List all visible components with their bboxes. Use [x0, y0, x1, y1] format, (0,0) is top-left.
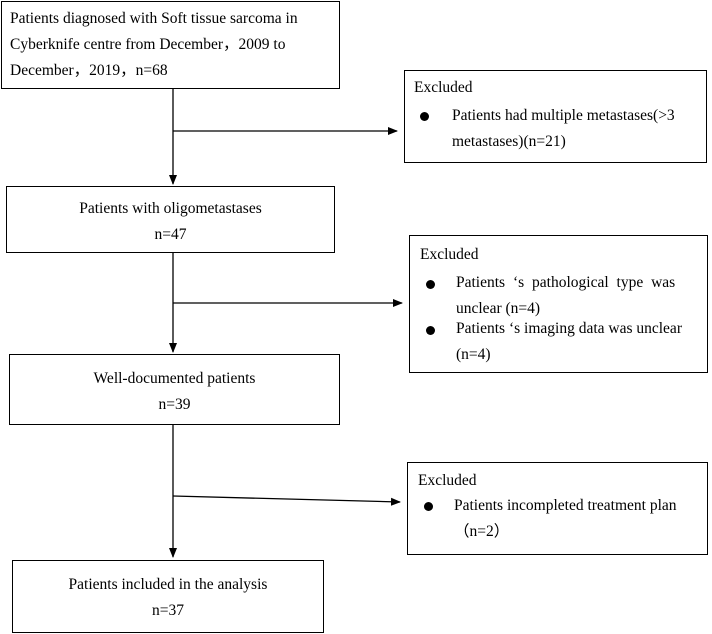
- excluded-title: Excluded: [418, 472, 477, 489]
- excluded-item-line: （n=2）: [454, 523, 510, 540]
- box-line: Well-documented patients: [93, 370, 256, 387]
- excluded-title: Excluded: [420, 246, 479, 263]
- flow-box-oligometastases: Patients with oligometastases n=47: [6, 186, 335, 253]
- excluded-box-incomplete-treatment: Excluded Patients incompleted treatment …: [407, 462, 708, 555]
- bullet-icon: [424, 502, 433, 511]
- excluded-item-line: Patients incompleted treatment plan: [454, 497, 677, 514]
- box-line: Patients with oligometastases: [79, 200, 262, 217]
- excluded-item-line: unclear (n=4): [456, 300, 541, 317]
- flow-box-well-documented: Well-documented patients n=39: [9, 354, 340, 425]
- flow-box-included: Patients included in the analysis n=37: [12, 560, 324, 633]
- box-line: n=39: [158, 396, 191, 413]
- excluded-item-line: Patients ‘s imaging data was unclear: [456, 320, 682, 337]
- bullet-icon: [426, 280, 435, 289]
- box-line: n=47: [154, 226, 187, 243]
- bullet-icon: [420, 112, 429, 121]
- box-line: n=37: [152, 602, 184, 619]
- box-line: Patients diagnosed with Soft tissue sarc…: [10, 10, 298, 27]
- box-line: Cyberknife centre from December，2009 to: [10, 36, 286, 53]
- bullet-icon: [426, 326, 435, 335]
- flow-box-diagnosed: Patients diagnosed with Soft tissue sarc…: [1, 1, 340, 89]
- excluded-box-unclear-data: Excluded Patients ‘s pathological type w…: [409, 235, 708, 373]
- arrow-right-3: [172, 495, 401, 506]
- excluded-box-multiple-metastases: Excluded Patients had multiple metastase…: [404, 70, 707, 163]
- excluded-item-line: Patients had multiple metastases(>3: [452, 107, 675, 124]
- excluded-title: Excluded: [414, 79, 473, 96]
- excluded-item-line: metastases)(n=21): [452, 133, 566, 150]
- box-line: Patients included in the analysis: [68, 576, 268, 593]
- excluded-item-line: Patients ‘s pathological type was: [456, 274, 676, 291]
- excluded-item-line: (n=4): [456, 346, 491, 363]
- box-line: December，2019，n=68: [10, 62, 168, 79]
